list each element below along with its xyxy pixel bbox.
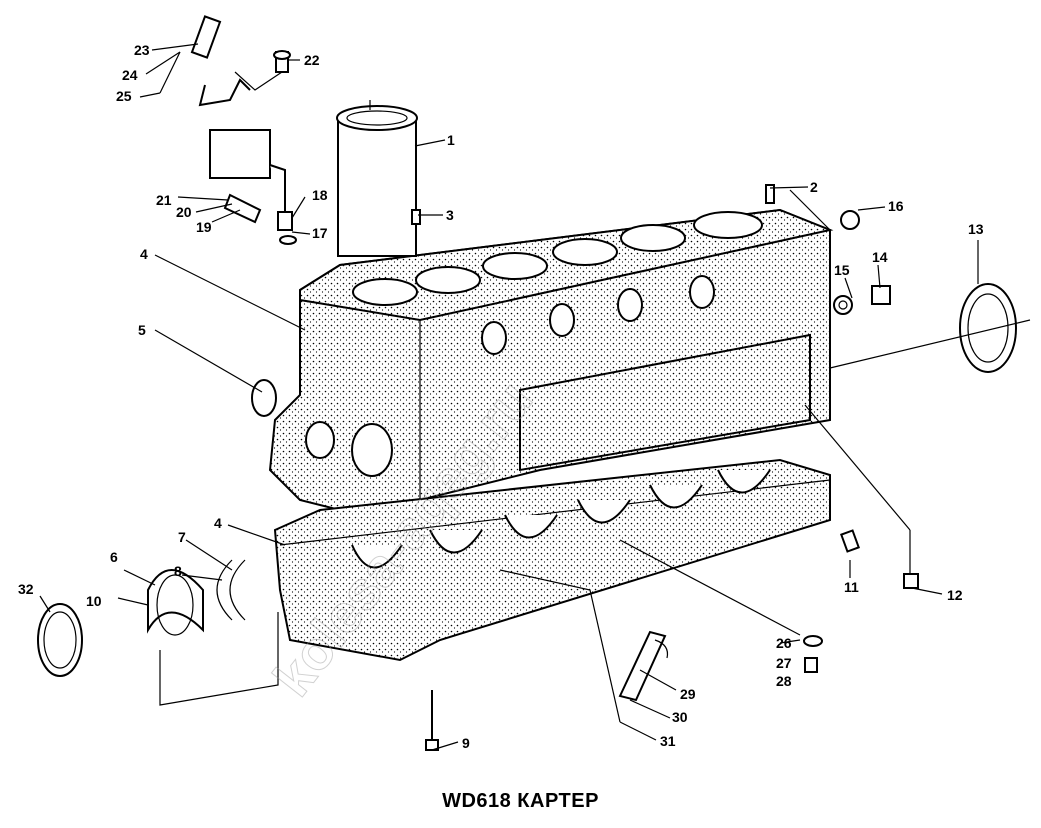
cylinder-bores [352, 211, 763, 306]
label-5: 5 [138, 322, 146, 338]
label-31: 31 [660, 733, 676, 749]
label-17: 17 [312, 225, 328, 241]
label-2: 2 [810, 179, 818, 195]
label-21: 21 [156, 192, 172, 208]
label-15: 15 [834, 262, 850, 278]
label-23: 23 [134, 42, 150, 58]
label-27: 27 [776, 655, 792, 671]
label-18: 18 [312, 187, 328, 203]
pipe-assembly [190, 15, 293, 231]
label-22: 22 [304, 52, 320, 68]
label-24: 24 [122, 67, 138, 83]
small-parts [251, 184, 919, 751]
label-10: 10 [86, 593, 102, 609]
label-14: 14 [872, 249, 888, 265]
callout-labels: 1 2 3 4 4 5 6 7 8 9 10 11 12 13 14 15 16… [18, 42, 984, 751]
label-25: 25 [116, 88, 132, 104]
leader-lines [39, 43, 1031, 751]
label-20: 20 [176, 204, 192, 220]
label-32: 32 [18, 581, 34, 597]
label-26: 26 [776, 635, 792, 651]
label-8: 8 [174, 563, 182, 579]
label-6: 6 [110, 549, 118, 565]
label-29: 29 [680, 686, 696, 702]
label-7: 7 [178, 529, 186, 545]
label-16: 16 [888, 198, 904, 214]
label-11: 11 [844, 579, 859, 595]
label-30: 30 [672, 709, 688, 725]
diagram-caption: WD618 КАРТЕР [442, 790, 599, 812]
lower-crankcase [273, 458, 831, 662]
main-bearing-saddles [351, 469, 771, 569]
label-4-upper: 4 [140, 246, 148, 262]
label-9: 9 [462, 735, 470, 751]
label-1: 1 [447, 132, 455, 148]
upper-block [268, 208, 834, 522]
seals-and-bearings [37, 283, 1017, 677]
label-19: 19 [196, 219, 212, 235]
label-3: 3 [446, 207, 454, 223]
label-4-lower: 4 [214, 515, 222, 531]
label-12: 12 [947, 587, 963, 603]
cylinder-liner [336, 100, 418, 257]
label-28: 28 [776, 673, 792, 689]
label-13: 13 [968, 221, 984, 237]
